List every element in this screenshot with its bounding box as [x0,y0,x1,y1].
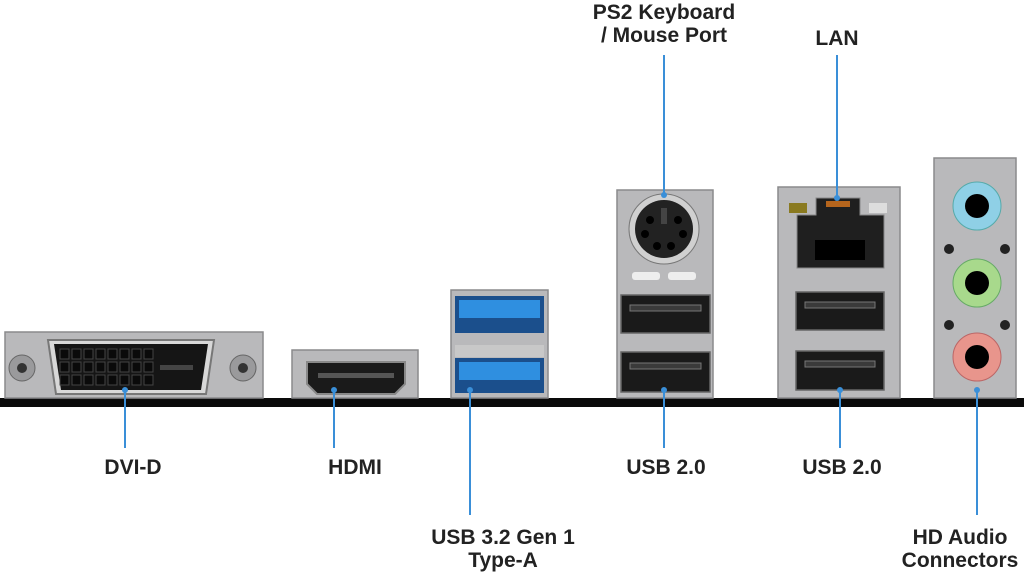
label-ps2-line2: / Mouse Port [601,24,727,47]
label-usb3-line1: USB 3.2 Gen 1 [431,526,575,549]
dvi-pin [131,374,142,386]
label-hdmi: HDMI [328,456,382,479]
dvi-pin [107,348,118,360]
dvi-pin [107,374,118,386]
dvi-pin [83,374,94,386]
dvi-pin [143,374,154,386]
ps2-usb2-stack [616,189,714,399]
hd-audio-jacks [933,157,1017,399]
label-usb2-right: USB 2.0 [802,456,881,479]
leader-lines [122,55,980,515]
dvi-pin [95,348,106,360]
dvi-pin [131,348,142,360]
dvi-pin [83,348,94,360]
dvi-pin [119,361,130,373]
label-usb3-line2: Type-A [468,549,538,572]
label-audio-line2: Connectors [902,549,1019,572]
dvi-pin [119,348,130,360]
label-lan: LAN [815,27,858,50]
dvi-pin [71,348,82,360]
hdmi-port [291,349,419,399]
label-usb2-left: USB 2.0 [626,456,705,479]
dvi-pin [143,348,154,360]
dvi-pin [59,374,70,386]
panel-base-bar [0,398,1024,407]
dvi-pin [143,361,154,373]
dvi-pin [107,361,118,373]
lan-usb2-stack [777,186,901,399]
dvi-pin [59,361,70,373]
dvi-pin [95,374,106,386]
dvi-d-port [4,331,264,399]
label-ps2-line1: PS2 Keyboard [593,1,735,24]
dvi-pin [71,374,82,386]
usb3-ports [450,289,549,399]
dvi-pin [131,361,142,373]
label-audio-line1: HD Audio [913,526,1008,549]
dvi-pin [71,361,82,373]
dvi-pin [59,348,70,360]
dvi-pin [83,361,94,373]
dvi-pin [95,361,106,373]
label-dvi-d: DVI-D [104,456,161,479]
dvi-pin [119,374,130,386]
